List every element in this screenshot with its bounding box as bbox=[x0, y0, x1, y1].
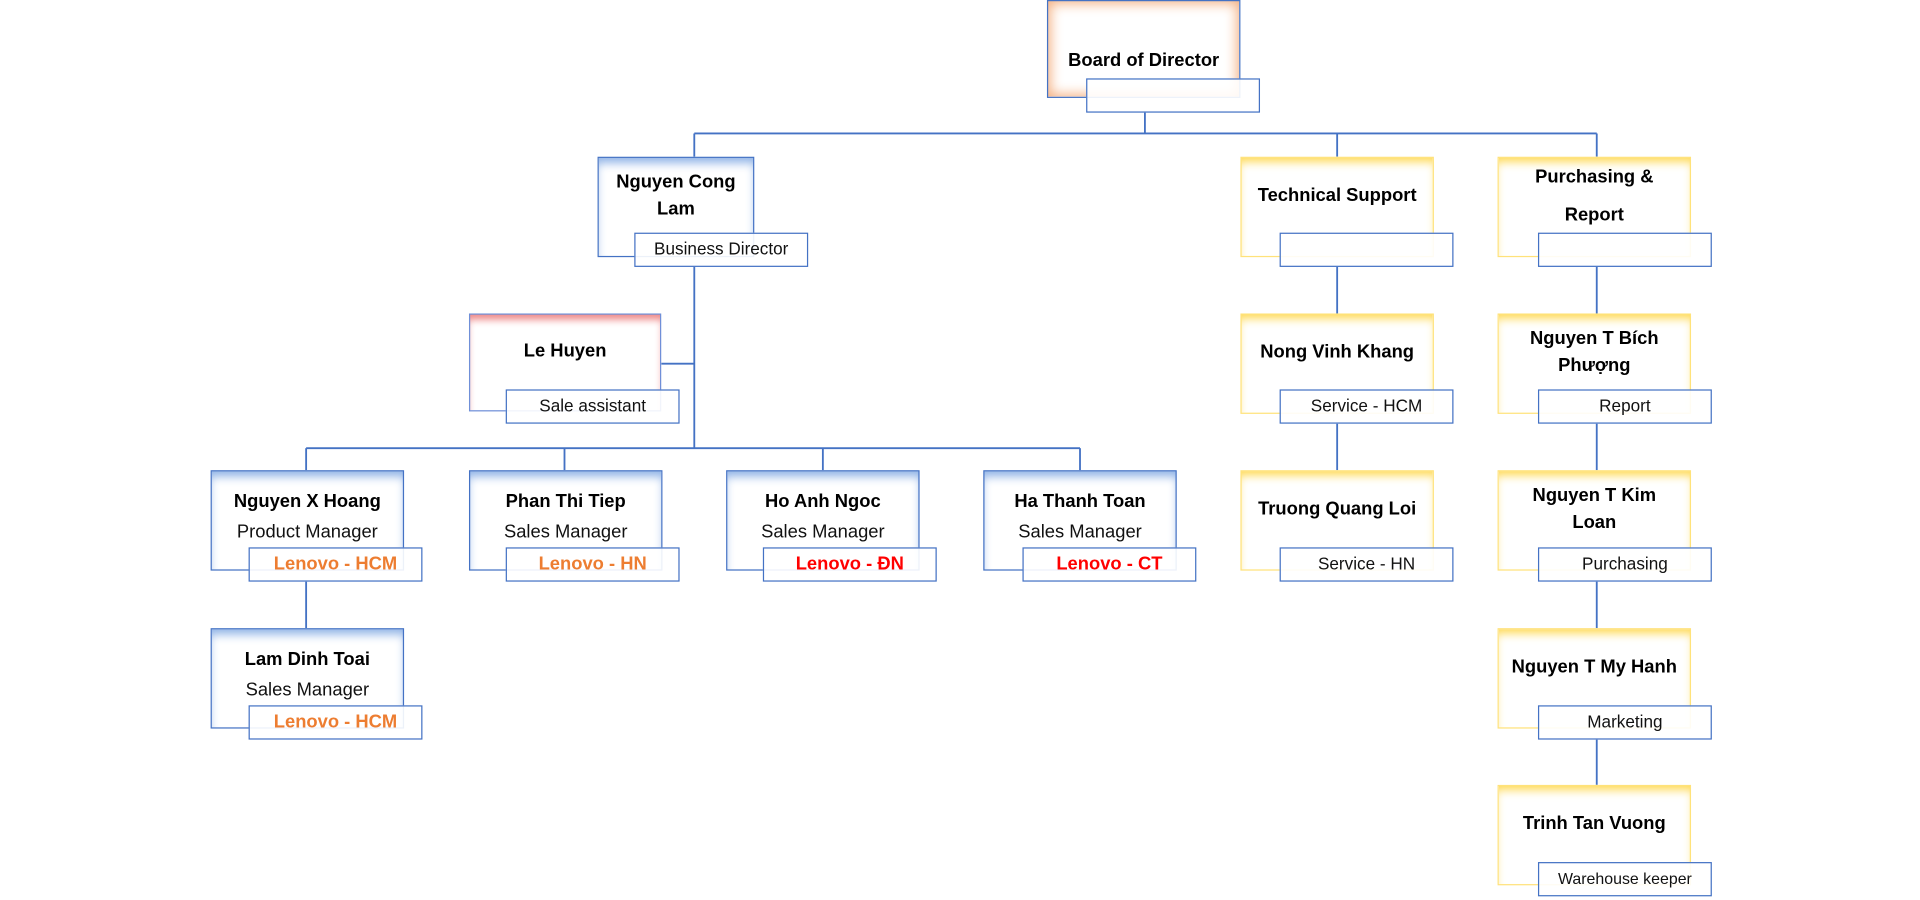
node-location: Lenovo - HCM bbox=[248, 705, 423, 740]
node-role: Product Manager bbox=[236, 521, 378, 543]
node-name: Le Huyen bbox=[523, 340, 607, 362]
node-name: Board of Director bbox=[1068, 50, 1220, 72]
node-subtitle: Report bbox=[1537, 389, 1712, 424]
node-subtitle: Marketing bbox=[1537, 705, 1712, 740]
node-name: Ha Thanh Toan bbox=[1014, 491, 1146, 512]
node-name: Nguyen T Kim Loan bbox=[1532, 484, 1657, 533]
node-name: Ho Anh Ngoc bbox=[765, 491, 881, 512]
node-name: Technical Support bbox=[1257, 184, 1417, 206]
node-subtitle: Business Director bbox=[634, 232, 809, 267]
node-role: Sales Manager bbox=[503, 521, 628, 543]
node-role: Sales Manager bbox=[761, 521, 885, 543]
node-name: Nguyen T Bích Phượng bbox=[1529, 328, 1659, 376]
node-name: Nguyen Cong Lam bbox=[616, 171, 736, 220]
node-subtitle: Purchasing bbox=[1537, 547, 1712, 582]
node-name: Trinh Tan Vuong bbox=[1522, 813, 1666, 834]
node-subtitle: Service - HCM bbox=[1279, 389, 1454, 424]
node-name: Purchasing & Report bbox=[1535, 166, 1654, 226]
node-name: Lam Dinh Toai bbox=[244, 648, 370, 670]
node-name: Nong Vinh Khang bbox=[1260, 341, 1415, 363]
node-location: Lenovo - HN bbox=[505, 547, 680, 582]
node-role: Sales Manager bbox=[245, 679, 370, 701]
node-subtitle bbox=[1537, 232, 1712, 267]
node-subtitle bbox=[1086, 78, 1261, 113]
node-role: Sales Manager bbox=[1018, 521, 1142, 543]
node-subtitle bbox=[1279, 232, 1454, 267]
node-location: Lenovo - ĐN bbox=[762, 547, 937, 582]
node-name: Phan Thi Tiep bbox=[505, 491, 626, 512]
node-location: Lenovo - CT bbox=[1022, 547, 1197, 582]
node-name: Truong Quang Loi bbox=[1258, 498, 1417, 520]
node-subtitle: Service - HN bbox=[1279, 547, 1454, 582]
node-subtitle: Warehouse keeper bbox=[1537, 862, 1712, 897]
node-subtitle: Sale assistant bbox=[505, 389, 680, 424]
node-location: Lenovo - HCM bbox=[248, 547, 423, 582]
node-name: Nguyen T My Hanh bbox=[1511, 656, 1677, 678]
node-name: Nguyen X Hoang bbox=[233, 491, 381, 512]
